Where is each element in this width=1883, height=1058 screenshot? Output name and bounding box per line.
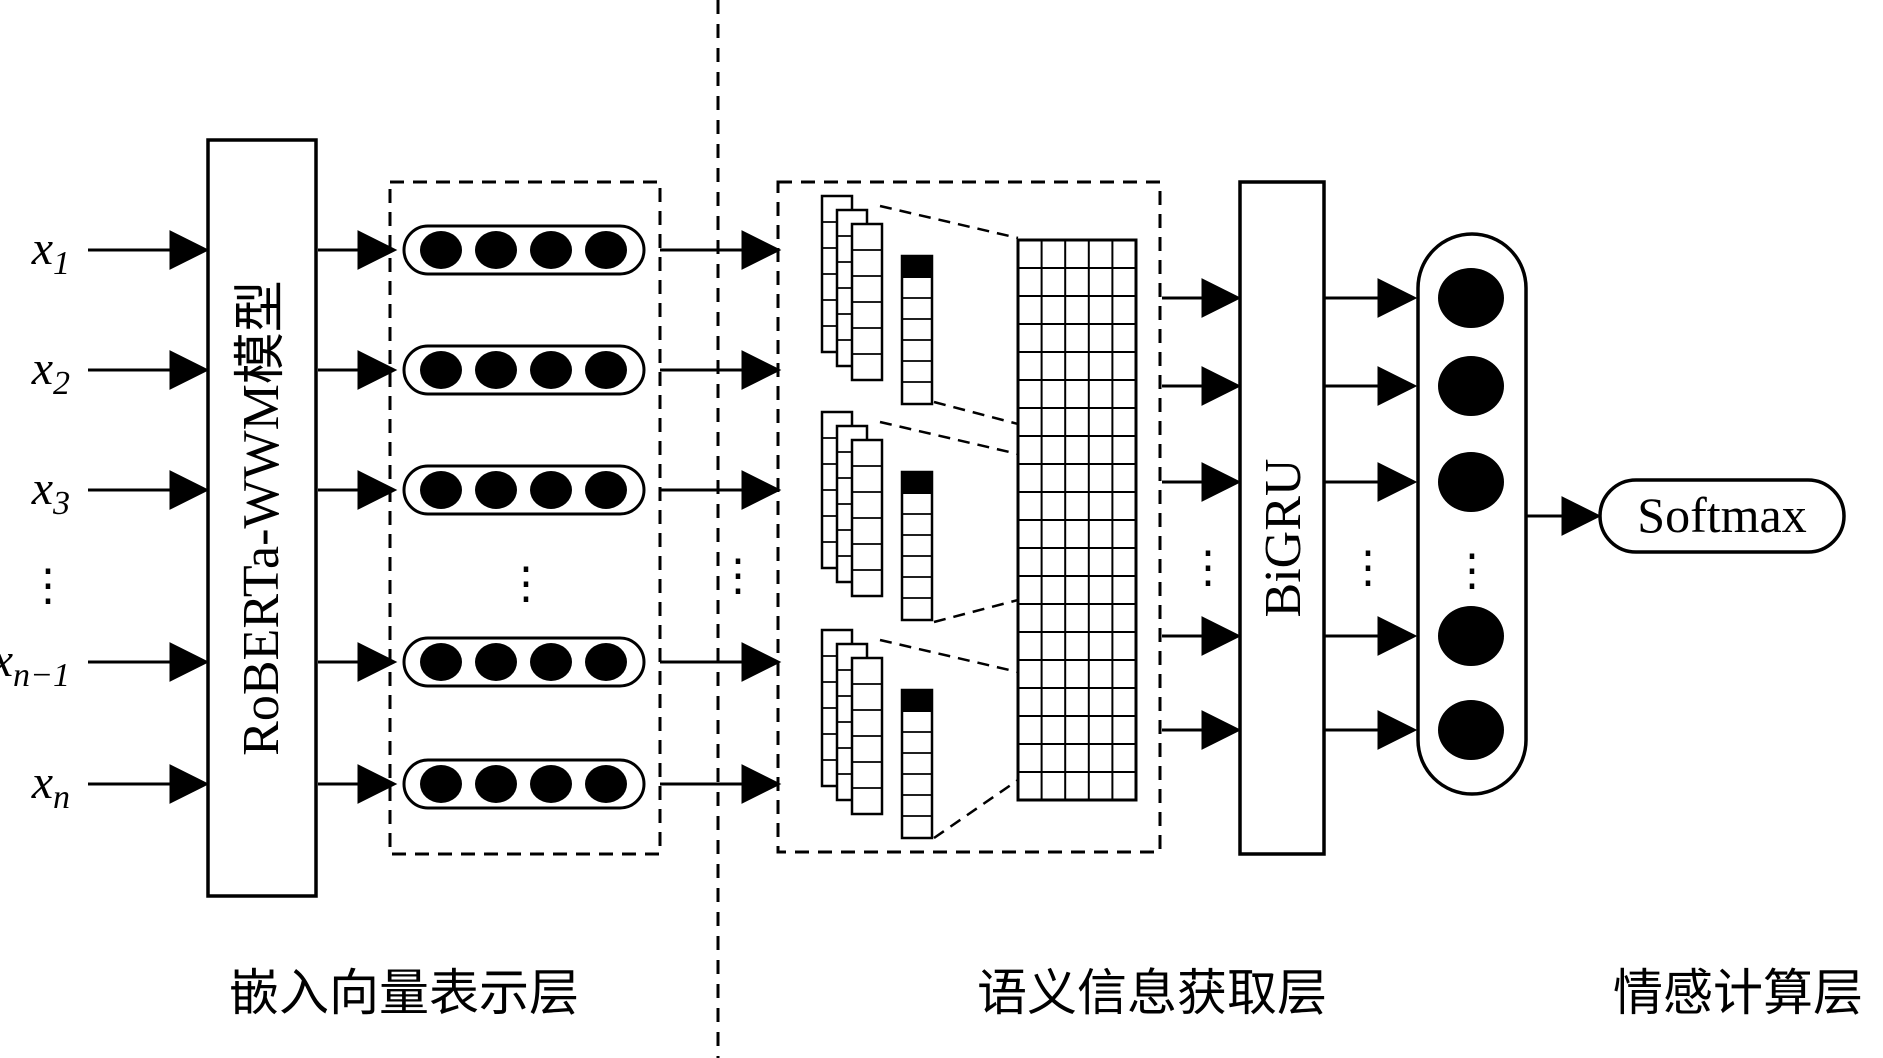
embedding-unit bbox=[530, 765, 572, 803]
roberta-wwm-label: RoBERTa-WWM模型 bbox=[233, 280, 290, 756]
embedding-unit bbox=[475, 643, 517, 681]
bigru-input-arrows bbox=[1162, 278, 1242, 750]
embedding-unit bbox=[530, 643, 572, 681]
embedding-unit bbox=[585, 351, 627, 389]
embedding-capsule bbox=[402, 464, 646, 516]
output-node bbox=[1438, 700, 1504, 760]
projection-line bbox=[879, 420, 1019, 456]
embedding-arrows bbox=[318, 230, 398, 804]
output-node bbox=[1438, 268, 1504, 328]
input-token-base: x bbox=[31, 342, 53, 395]
semantic-input-arrows bbox=[660, 230, 782, 804]
input-token-label: xn−1 bbox=[0, 634, 70, 694]
input-token-base: x bbox=[31, 756, 53, 809]
output-arrow-ellipsis: ⋮ bbox=[1346, 543, 1390, 592]
output-node bbox=[1438, 356, 1504, 416]
projection-line bbox=[879, 204, 1019, 240]
embedding-vector bbox=[402, 344, 646, 396]
embedding-unit bbox=[475, 765, 517, 803]
kernel-stack bbox=[820, 628, 1019, 840]
embedding-capsule bbox=[402, 344, 646, 396]
embedding-unit bbox=[475, 471, 517, 509]
embedding-unit bbox=[530, 471, 572, 509]
semantic-layer-label: 语义信息获取层 bbox=[977, 964, 1327, 1022]
pooled-vector-max bbox=[902, 256, 932, 278]
pooled-vector bbox=[900, 254, 934, 406]
input-token-label: x1 bbox=[31, 222, 70, 282]
embedding-vectors bbox=[402, 224, 646, 810]
input-token-subscript: n bbox=[53, 779, 70, 816]
input-token-subscript: 3 bbox=[52, 485, 70, 522]
embedding-unit bbox=[420, 643, 462, 681]
bigru-input-ellipsis: ⋮ bbox=[1186, 543, 1230, 592]
embedding-vector bbox=[402, 224, 646, 276]
emotion-layer-label: 情感计算层 bbox=[1613, 964, 1863, 1022]
input-ellipsis: ⋮ bbox=[26, 561, 70, 610]
input-token-base: x bbox=[0, 634, 13, 687]
bigru-output-arrows bbox=[1324, 278, 1418, 750]
input-token-label: x3 bbox=[31, 462, 70, 522]
projection-line bbox=[933, 400, 1019, 426]
input-tokens: x1x2x3xn−1xn bbox=[0, 222, 70, 816]
embedding-unit bbox=[585, 231, 627, 269]
input-token-label: xn bbox=[31, 756, 70, 816]
embedding-unit bbox=[420, 231, 462, 269]
embedding-unit bbox=[530, 351, 572, 389]
output-nodes bbox=[1438, 268, 1504, 760]
embedding-unit bbox=[585, 765, 627, 803]
feature-map-grid bbox=[1016, 238, 1138, 802]
pooled-vector bbox=[900, 470, 934, 622]
semantic-layer-box bbox=[776, 180, 1162, 854]
convolution-kernels bbox=[820, 194, 1019, 840]
embedding-unit bbox=[420, 765, 462, 803]
embedding-vector bbox=[402, 464, 646, 516]
embedding-ellipsis: ⋮ bbox=[504, 559, 548, 608]
embedding-unit bbox=[530, 231, 572, 269]
pooled-vector-max bbox=[902, 472, 932, 494]
kernel-stack bbox=[820, 410, 1019, 622]
input-token-base: x bbox=[31, 222, 53, 275]
output-node bbox=[1438, 452, 1504, 512]
input-token-base: x bbox=[31, 462, 53, 515]
projection-line bbox=[933, 778, 1019, 840]
embedding-layer-box bbox=[388, 180, 662, 856]
softmax-capsule bbox=[1598, 478, 1846, 554]
projection-line bbox=[879, 638, 1019, 674]
kernel-stack bbox=[820, 194, 1019, 406]
output-node-ellipsis: ⋮ bbox=[1450, 546, 1494, 595]
embedding-capsule bbox=[402, 224, 646, 276]
embedding-unit bbox=[420, 351, 462, 389]
embedding-unit bbox=[585, 471, 627, 509]
roberta-wwm-block bbox=[206, 138, 318, 898]
embedding-unit bbox=[475, 231, 517, 269]
bigru-label: BiGRU bbox=[1255, 459, 1312, 618]
semantic-input-ellipsis: ⋮ bbox=[716, 551, 760, 600]
embedding-capsule bbox=[402, 758, 646, 810]
embedding-unit bbox=[475, 351, 517, 389]
bigru-block bbox=[1238, 180, 1326, 856]
pooled-vector bbox=[900, 688, 934, 840]
embedding-vector bbox=[402, 758, 646, 810]
projection-line bbox=[933, 598, 1019, 624]
embedding-layer-label: 嵌入向量表示层 bbox=[229, 964, 579, 1022]
embedding-capsule bbox=[402, 636, 646, 688]
embedding-vector bbox=[402, 636, 646, 688]
embedding-unit bbox=[420, 471, 462, 509]
input-token-label: x2 bbox=[31, 342, 70, 402]
input-arrows bbox=[88, 230, 210, 804]
pooled-vector-max bbox=[902, 690, 932, 712]
input-token-subscript: 1 bbox=[53, 245, 70, 282]
input-token-subscript: n−1 bbox=[13, 657, 70, 694]
embedding-unit bbox=[585, 643, 627, 681]
output-node bbox=[1438, 606, 1504, 666]
input-token-subscript: 2 bbox=[53, 365, 70, 402]
softmax-label: Softmax bbox=[1637, 487, 1806, 543]
